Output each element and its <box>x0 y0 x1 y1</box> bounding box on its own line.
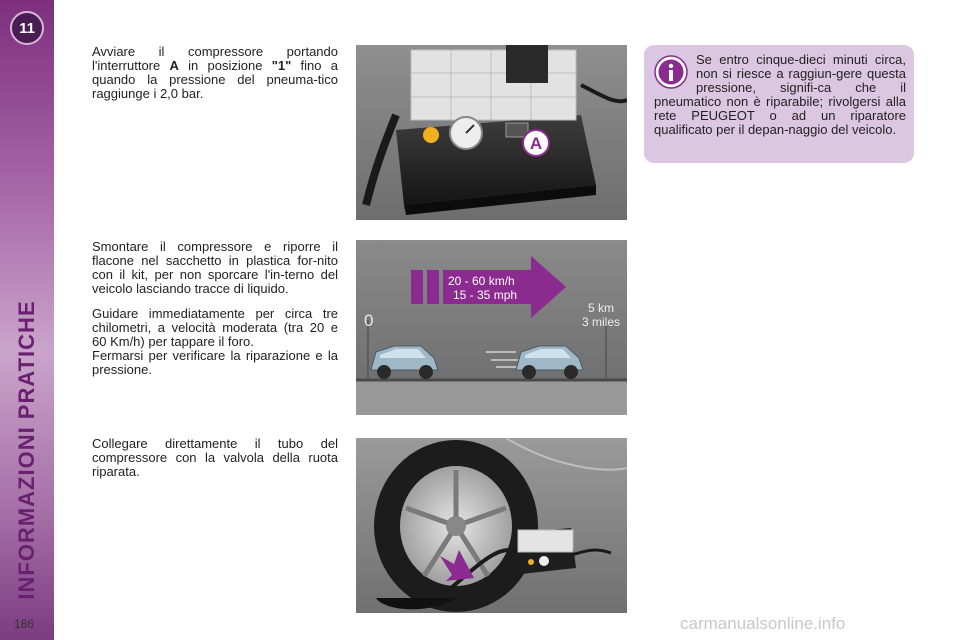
step-text: Collegare direttamente il tubo del compr… <box>92 436 338 479</box>
distance-km-label: 5 km <box>588 301 614 315</box>
info-text-container: Se entro cinque-dieci minuti circa, non … <box>654 53 906 137</box>
step-text: Guidare immediatamente per circa tre chi… <box>92 306 338 349</box>
step-text-part: Avviare il compressore portando l'interr… <box>92 44 338 73</box>
speed-kmh-label: 20 - 60 km/h <box>448 274 515 288</box>
icon-spacer <box>654 53 696 93</box>
start-distance-label: 0 <box>364 311 373 330</box>
step-text: Smontare il compressore e riporre il fla… <box>92 239 338 296</box>
step-connect-hose: Collegare direttamente il tubo del compr… <box>70 437 338 479</box>
step-text-part: in posizione <box>178 58 272 73</box>
distance-miles-label: 3 miles <box>582 315 620 329</box>
sidebar: 11 INFORMAZIONI PRATICHE 186 <box>0 0 54 640</box>
switch-position: "1" <box>271 58 292 73</box>
chapter-badge: 11 <box>10 11 44 45</box>
step-text-part: fino a quando la pressione del pneuma-ti… <box>92 58 338 101</box>
speed-distance-illustration: 20 - 60 km/h 15 - 35 mph 0 5 km 3 miles <box>356 240 627 415</box>
switch-label: A <box>169 58 179 73</box>
info-icon <box>654 55 688 89</box>
step-drive: Guidare immediatamente per circa tre chi… <box>70 307 338 349</box>
car-icon <box>370 345 439 379</box>
page-number: 186 <box>14 617 35 631</box>
car-icon <box>486 345 584 379</box>
switch-callout-label: A <box>530 134 542 153</box>
info-text: Se entro cinque-dieci minuti circa, non … <box>654 52 906 137</box>
compressor-illustration: A <box>356 45 627 220</box>
step-text: Avviare il compressore portando l'interr… <box>92 45 338 101</box>
info-note: Se entro cinque-dieci minuti circa, non … <box>644 45 914 163</box>
watermark: carmanualsonline.info <box>680 614 846 633</box>
step-text: Fermarsi per verificare la riparazione e… <box>92 348 338 377</box>
step-start-compressor: Avviare il compressore portando l'interr… <box>70 45 338 101</box>
chapter-title-container: INFORMAZIONI PRATICHE <box>4 300 50 600</box>
chapter-number: 11 <box>19 19 35 37</box>
wheel-connection-illustration <box>356 438 627 613</box>
step-check: Fermarsi per verificare la riparazione e… <box>70 349 338 377</box>
speed-mph-label: 15 - 35 mph <box>453 288 517 302</box>
chapter-title: INFORMAZIONI PRATICHE <box>14 300 39 600</box>
arrow-icon <box>440 550 474 581</box>
step-store-compressor: Smontare il compressore e riporre il fla… <box>70 240 338 296</box>
